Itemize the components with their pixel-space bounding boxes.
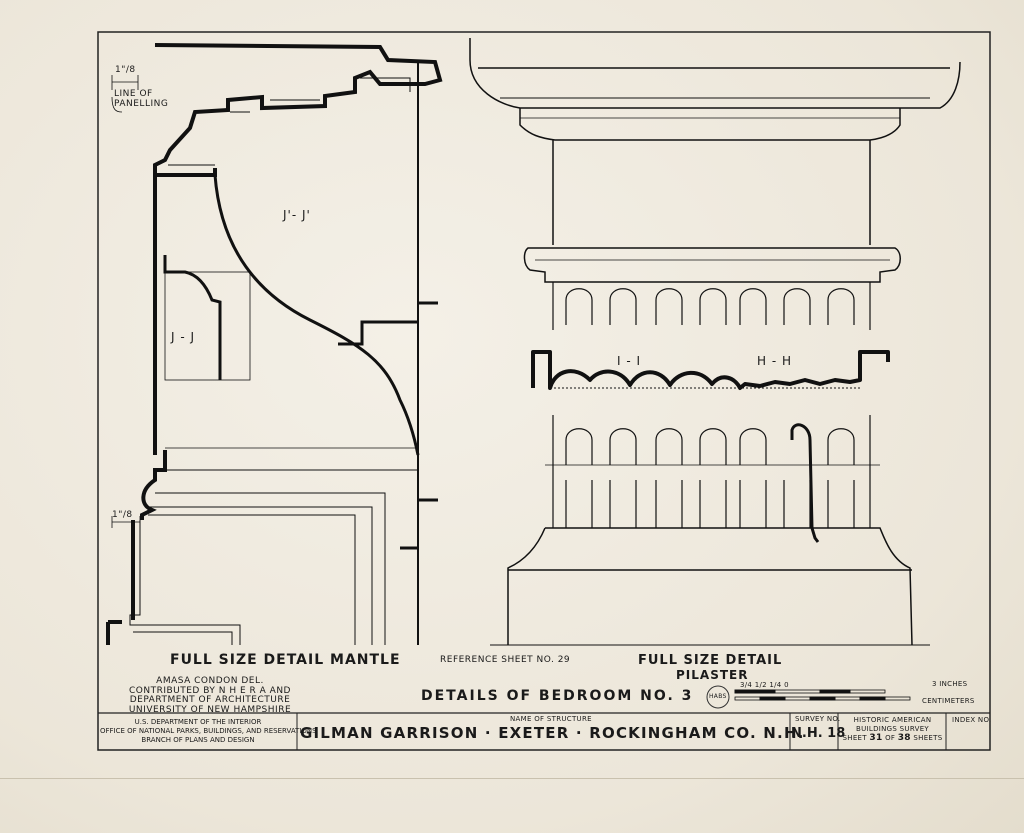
- credits-line-4: UNIVERSITY OF NEW HAMPSHIRE: [128, 704, 292, 715]
- agency-line-1: U.S. DEPARTMENT OF THE INTERIOR: [134, 718, 262, 726]
- pilaster-title-line-1: FULL SIZE DETAIL: [638, 653, 783, 668]
- line-of-panelling-label: LINE OF PANELLING: [114, 89, 184, 109]
- agency-block: U.S. DEPARTMENT OF THE INTERIOR OFFICE O…: [100, 718, 317, 745]
- name-of-structure-caption: NAME OF STRUCTURE: [510, 715, 592, 723]
- sheet-border: [97, 31, 991, 751]
- habs-stamp-outline: [706, 685, 730, 709]
- sheet-total: 38: [897, 733, 911, 743]
- index-number-caption: INDEX NO.: [952, 716, 992, 724]
- graphic-scale: [734, 689, 911, 701]
- line-of-panelling-line-1: LINE OF: [114, 89, 153, 99]
- flute-top-row: [565, 288, 855, 325]
- flute-lower-row: [565, 428, 855, 465]
- line-of-panelling-line-2: PANELLING: [114, 99, 169, 109]
- sheet-number: 31: [869, 733, 883, 743]
- section-ii-label: I - I: [617, 354, 642, 368]
- habs-line-1: HISTORIC AMERICAN: [853, 716, 932, 724]
- scale-inches-label: 3 INCHES: [932, 680, 968, 688]
- survey-number: N.H. 18: [791, 726, 846, 741]
- pilaster-detail: [469, 38, 961, 646]
- fold-line: [0, 778, 1024, 779]
- dimension-label: 1"/8: [115, 65, 136, 75]
- sheets-word: SHEETS: [913, 734, 943, 742]
- credits-line-3: DEPARTMENT OF ARCHITECTURE: [129, 695, 291, 705]
- pilaster-title-line-2: PILASTER: [676, 668, 749, 682]
- mantle-title: FULL SIZE DETAIL MANTLE: [170, 652, 401, 668]
- dimension-label-bottom: 1"/8: [112, 510, 133, 520]
- section-jj-prime-label: J'- J': [283, 208, 311, 222]
- survey-number-caption: SURVEY NO.: [795, 715, 841, 723]
- credits-line-2: CONTRIBUTED BY N H E R A AND: [128, 685, 291, 696]
- scale-fractions-label: 3/4 1/2 1/4 0: [740, 681, 789, 689]
- habs-line-2: BUILDINGS SURVEY: [855, 725, 929, 733]
- credits-block: AMASA CONDON DEL. CONTRIBUTED BY N H E R…: [100, 676, 320, 715]
- mantle-detail: [106, 43, 443, 645]
- sheet-word: SHEET: [842, 734, 867, 742]
- flute-vertical-lines: [565, 480, 855, 528]
- sheet-title: DETAILS OF BEDROOM NO. 3: [421, 688, 694, 704]
- of-word: OF: [885, 734, 896, 742]
- structure-name: GILMAN GARRISON · EXETER · ROCKINGHAM CO…: [300, 724, 805, 742]
- reference-sheet-label: REFERENCE SHEET NO. 29: [440, 655, 571, 665]
- section-hh-label: H - H: [757, 354, 793, 368]
- scale-cm-label: CENTIMETERS: [922, 697, 975, 705]
- agency-line-3: BRANCH OF PLANS AND DESIGN: [141, 736, 255, 744]
- credits-line-1: AMASA CONDON DEL.: [156, 676, 264, 686]
- sheet-count: SHEET 31 OF 38 SHEETS: [840, 734, 945, 743]
- habs-stamp-text: HABS: [709, 693, 727, 700]
- habs-block: HISTORIC AMERICAN BUILDINGS SURVEY SHEET…: [840, 716, 945, 743]
- agency-line-2: OFFICE OF NATIONAL PARKS, BUILDINGS, AND…: [100, 727, 317, 735]
- section-jj-label: J - J: [171, 330, 196, 344]
